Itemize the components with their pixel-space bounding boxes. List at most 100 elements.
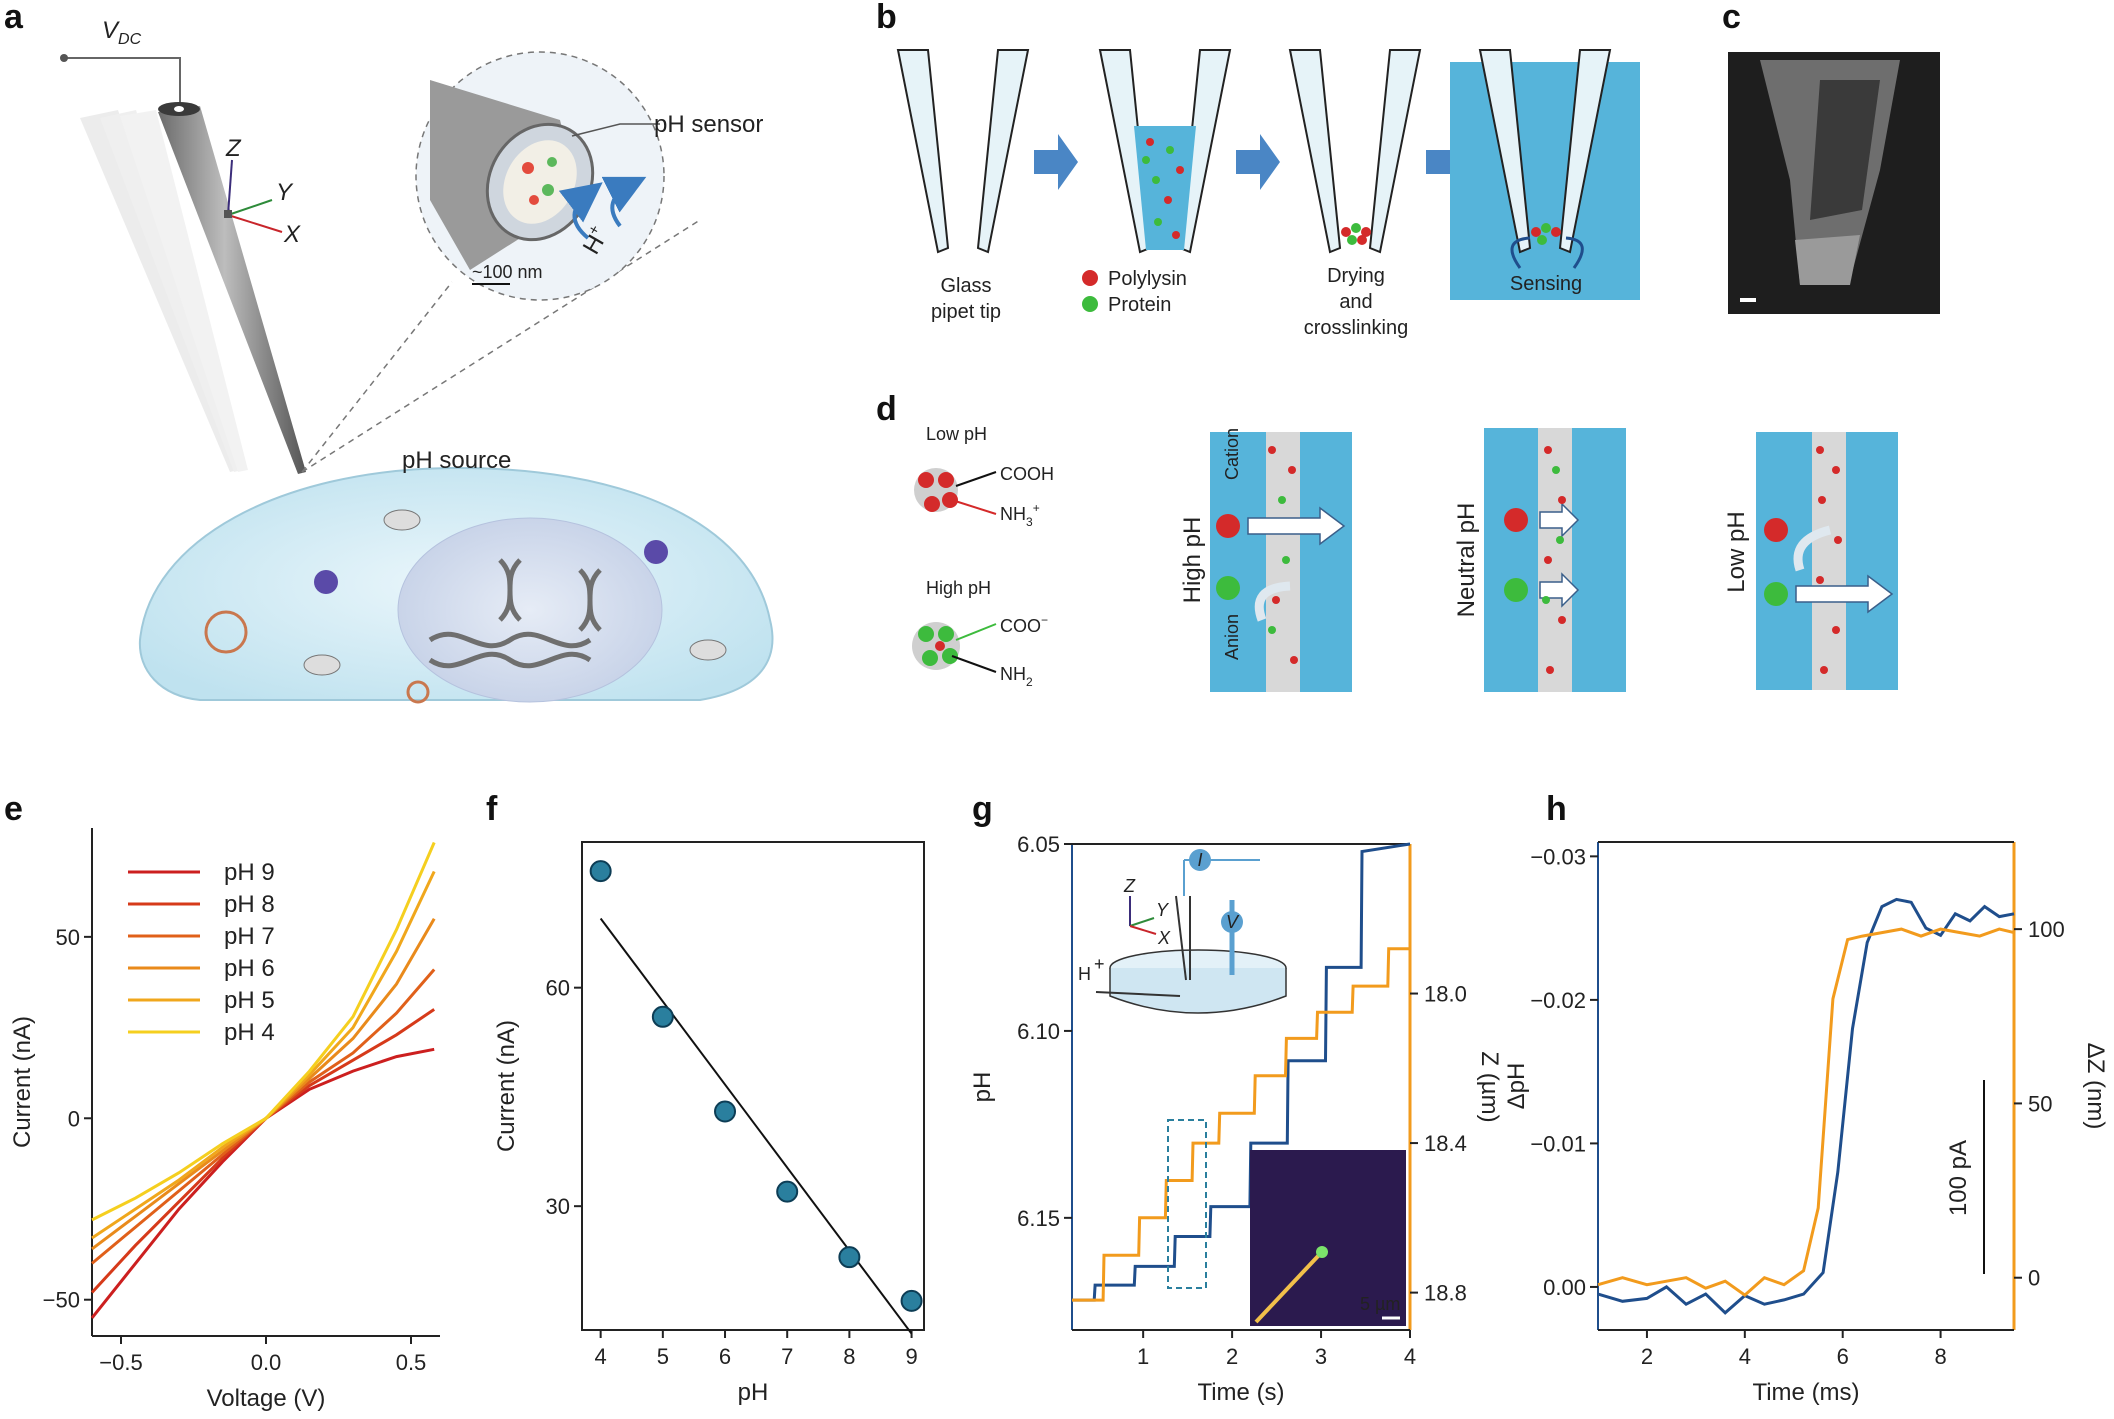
legend-polylysin: Polylysin [1108, 268, 1187, 290]
sensing-bath [1450, 62, 1640, 300]
x-axis-title: Time (s) [1197, 1379, 1284, 1406]
current-meter-icon [1189, 849, 1211, 871]
series-line [1597, 897, 2015, 1315]
inset-y-label: Y [1156, 900, 1170, 920]
high-ph-vertical-label: High pH [1179, 517, 1206, 604]
dish-body [1109, 968, 1287, 1014]
x-tick-label: 4 [1739, 1344, 1751, 1369]
y-tick-label-right: 18.0 [1424, 982, 1467, 1007]
cooh-label: COOH [1000, 464, 1054, 484]
x-tick-label: 4 [595, 1344, 607, 1369]
x-tick-label: 8 [843, 1344, 855, 1369]
ph-sensor-label: pH sensor [654, 111, 763, 138]
panel-c: c [1722, 0, 1940, 314]
data-point [838, 1246, 861, 1269]
y-tick-label-right: 50 [2028, 1091, 2052, 1116]
x-tick-label: 2 [1226, 1344, 1238, 1369]
inset-axis-x [1129, 925, 1157, 935]
y-tick-label: 60 [546, 976, 570, 1001]
axis-x-label: X [283, 221, 301, 248]
series-line [1072, 947, 1410, 1302]
pipette-glow [1254, 1252, 1322, 1324]
y-tick-label-right: 0 [2028, 1266, 2040, 1291]
x-tick-label: 0.0 [251, 1350, 282, 1375]
y-axis-title-right: ΔZ (nm) [2082, 1043, 2109, 1130]
vdc-wire [64, 57, 181, 108]
panel-label-c: c [1722, 0, 1741, 36]
panel-label-d: d [876, 390, 897, 428]
neutral-ph-vertical-label: Neutral pH [1453, 503, 1480, 618]
step-arrow-2 [1236, 134, 1280, 190]
y-tick-label-left: 0.00 [1543, 1275, 1586, 1300]
pipette [158, 106, 306, 474]
polylysin-icon [1082, 270, 1098, 286]
y-axis-title-left: pH [969, 1072, 996, 1103]
panel-label-f: f [486, 790, 498, 828]
pipette-4 [1478, 49, 1532, 254]
protein-icon [1082, 296, 1098, 312]
legend-label: pH 6 [224, 955, 275, 982]
y-tick-label-right: 100 [2028, 917, 2065, 942]
axis-z-label: Z [225, 135, 242, 162]
proton-arrow [558, 182, 603, 240]
x-tick-label: 6 [1837, 1344, 1849, 1369]
current-label: I [1197, 850, 1202, 870]
panel-label-e: e [4, 790, 23, 828]
legend-label: pH 9 [224, 859, 275, 886]
inset-z-label: Z [1123, 876, 1136, 896]
zoom-selection-box [1167, 1119, 1207, 1289]
vdc-label: VDC [102, 17, 142, 48]
y-tick-label-left: −0.02 [1530, 988, 1586, 1013]
low-ph-label: Low pH [926, 424, 987, 444]
scale-bar-c [1740, 298, 1756, 302]
molecules-mix [1142, 138, 1184, 239]
x-tick-label: 3 [1315, 1344, 1327, 1369]
data-point [776, 1180, 799, 1203]
panel-d: d Low pH COOH NH3+ High pH COO− NH2 High… [876, 390, 1898, 692]
x-axis-title: Time (ms) [1752, 1379, 1859, 1406]
axis-triad: Z Y X [224, 135, 301, 248]
anion-label: Anion [1222, 614, 1242, 660]
svg-text:and: and [1339, 291, 1372, 313]
y-tick-label-left: 6.10 [1017, 1019, 1060, 1044]
y-axis-title-right: Z (µm) [1476, 1051, 1503, 1122]
cation-label: Cation [1222, 428, 1242, 480]
x-tick-label: 0.5 [396, 1350, 427, 1375]
proton-sup: + [1094, 954, 1105, 974]
panel-label-h: h [1546, 790, 1567, 828]
source-pipette [1095, 991, 1181, 997]
voltage-label: V [1226, 912, 1240, 932]
polymer-chains [1268, 446, 1842, 674]
proton-label: H [1078, 964, 1091, 984]
y-tick-label-right: 18.4 [1424, 1131, 1467, 1156]
low-ph-vertical-label: Low pH [1723, 511, 1750, 592]
y-tick-label-left: −0.01 [1530, 1131, 1586, 1156]
scale-bar-label: 100 pA [1945, 1140, 1972, 1216]
fluorescence-spot [1316, 1246, 1328, 1258]
ph-source-label: pH source [402, 447, 511, 474]
step-arrow-1 [1034, 134, 1078, 190]
mitochondrion [383, 509, 421, 531]
legend-label: pH 4 [224, 1019, 275, 1046]
pipette-3 [1288, 49, 1342, 254]
x-tick-label: 2 [1641, 1344, 1653, 1369]
panel-label-a: a [4, 0, 24, 36]
vdc-terminal [60, 54, 68, 62]
axis-y-label: Y [276, 179, 294, 206]
x-tick-label: 4 [1404, 1344, 1416, 1369]
series-line [90, 1047, 435, 1319]
panel-b: b Glass pipet tip Polylysin Protein [876, 0, 1640, 339]
x-tick-label: −0.5 [99, 1350, 142, 1375]
svg-text:pipet tip: pipet tip [931, 301, 1001, 323]
scale-label-g: 5 µm [1360, 1294, 1400, 1314]
x-tick-label: 8 [1934, 1344, 1946, 1369]
nh3-label: NH3+ [1000, 501, 1040, 529]
panel-label-b: b [876, 0, 897, 36]
legend-label: pH 7 [224, 923, 275, 950]
ghost-pipettes [80, 110, 248, 472]
y-tick-label-right: 18.8 [1424, 1281, 1467, 1306]
series-line [90, 1008, 436, 1294]
fluorescence-inset [1250, 1150, 1406, 1326]
